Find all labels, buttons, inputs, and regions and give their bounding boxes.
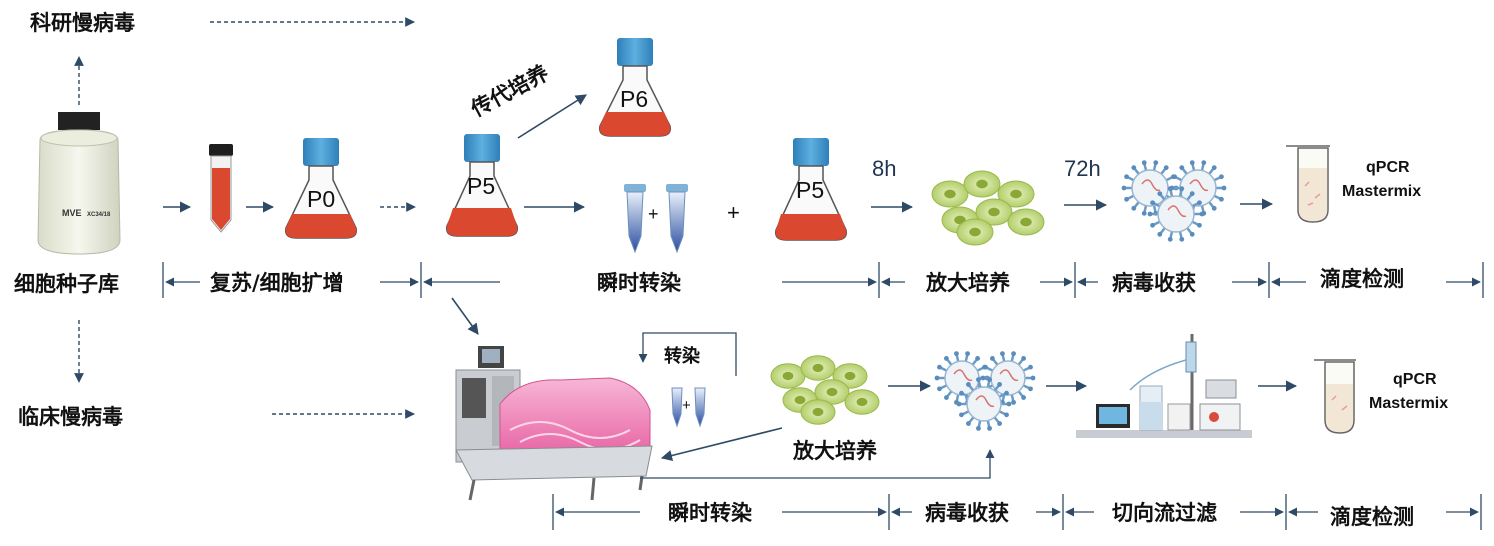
harvest-bottom-label: 病毒收获 bbox=[925, 501, 1009, 525]
flask-p5-label: P5 bbox=[467, 173, 495, 199]
dewar-model-text: XC34/18 bbox=[87, 212, 111, 218]
flask-p0-icon: P0 bbox=[284, 138, 358, 239]
tff-system-icon bbox=[1076, 334, 1252, 438]
research-lentivirus-label: 科研慢病毒 bbox=[30, 11, 135, 35]
transfection-loop-line bbox=[638, 332, 737, 376]
plasmid-small-plus-sign: + bbox=[682, 397, 691, 414]
flask-p0-label: P0 bbox=[307, 186, 335, 212]
cryo-dewar-icon: MVE XC34/18 bbox=[37, 112, 121, 255]
qpcr-top-line1: qPCR bbox=[1366, 159, 1410, 176]
qpcr-tube-icon bbox=[1286, 145, 1330, 223]
flask-p5-second-label: P5 bbox=[796, 177, 824, 203]
transient-transfection-top-label: 瞬时转染 bbox=[597, 271, 681, 295]
qpcr-tube-bottom-icon bbox=[1314, 359, 1356, 434]
cells-cluster-icon bbox=[931, 170, 1045, 246]
tff-label: 切向流过滤 bbox=[1112, 501, 1217, 525]
plus-sign: + bbox=[727, 200, 740, 225]
wave-bioreactor-icon bbox=[455, 346, 653, 501]
clinical-lentivirus-label: 临床慢病毒 bbox=[18, 405, 123, 429]
titer-top-label: 滴度检测 bbox=[1320, 267, 1404, 291]
qpcr-bottom-line2: Mastermix bbox=[1369, 395, 1448, 412]
plasmid-plus-sign: + bbox=[648, 204, 659, 224]
time-8h-label: 8h bbox=[872, 156, 896, 181]
qpcr-bottom-line1: qPCR bbox=[1393, 371, 1437, 388]
virus-particles-bottom-icon bbox=[934, 351, 1036, 431]
titer-bottom-label: 滴度检测 bbox=[1330, 505, 1414, 529]
arrow-to-bioreactor-return bbox=[660, 427, 783, 461]
flask-p5-icon: P5 bbox=[445, 134, 519, 237]
cell-bank-label: 细胞种子库 bbox=[14, 272, 119, 296]
plasmid-tubes-icon: + bbox=[624, 184, 688, 254]
flask-p6-icon: P6 bbox=[598, 38, 672, 137]
scale-up-bottom-label: 放大培养 bbox=[792, 439, 877, 463]
harvest-top-label: 病毒收获 bbox=[1112, 271, 1196, 295]
flask-p6-label: P6 bbox=[620, 86, 648, 112]
passage-culture-label: 传代培养 bbox=[466, 61, 552, 122]
time-72h-label: 72h bbox=[1064, 156, 1101, 181]
recovery-expansion-label: 复苏/细胞扩增 bbox=[209, 271, 344, 295]
scale-up-top-label: 放大培养 bbox=[925, 271, 1010, 295]
centrifuge-tube-icon bbox=[209, 144, 233, 233]
cells-cluster-bottom-icon bbox=[770, 355, 880, 425]
virus-particles-icon bbox=[1121, 160, 1227, 242]
transfection-small-label: 转染 bbox=[664, 345, 701, 367]
dewar-brand-text: MVE bbox=[62, 208, 82, 218]
loop-bioreactor-to-virus bbox=[640, 449, 995, 479]
transient-transfection-bottom-label: 瞬时转染 bbox=[668, 501, 752, 525]
arrow-p5-to-p6 bbox=[517, 94, 587, 139]
plasmid-tubes-small-icon: + bbox=[671, 387, 706, 428]
arrow-to-bioreactor bbox=[451, 297, 479, 335]
flask-p5-second-icon: P5 bbox=[774, 138, 848, 241]
qpcr-top-line2: Mastermix bbox=[1342, 183, 1421, 200]
